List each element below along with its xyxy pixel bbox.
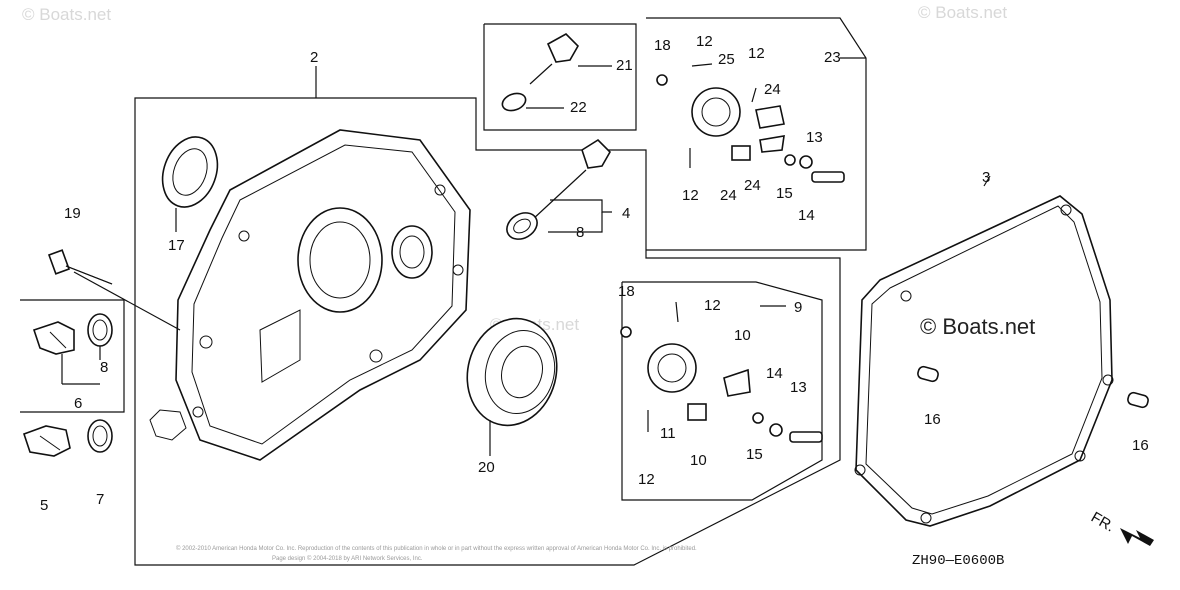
callout-24b: 24 — [720, 187, 737, 204]
callout-8b: 8 — [576, 224, 584, 241]
callout-15a: 15 — [776, 185, 793, 202]
callout-17: 17 — [168, 237, 185, 254]
copyright-line-1: © 2002-2010 American Honda Motor Co. Inc… — [176, 545, 697, 552]
callout-5: 5 — [40, 497, 48, 514]
oil-seal-17[interactable] — [153, 129, 226, 214]
fr-arrow-icon — [1120, 528, 1154, 546]
callout-16a: 16 — [924, 411, 941, 428]
callout-15b: 15 — [746, 446, 763, 463]
watermark-gasket: © Boats.net — [920, 314, 1035, 339]
callout-20: 20 — [478, 459, 495, 476]
callout-16b: 16 — [1132, 437, 1149, 454]
governor-assembly-23[interactable] — [656, 63, 845, 183]
callout-6: 6 — [74, 395, 82, 412]
o-ring-22[interactable] — [500, 90, 528, 113]
callout-12d: 12 — [704, 297, 721, 314]
callout-12e: 12 — [638, 471, 655, 488]
callout-2: 2 — [310, 49, 318, 66]
callout-25: 25 — [718, 51, 735, 68]
callout-4: 4 — [622, 205, 630, 222]
gasket-3[interactable] — [854, 195, 1114, 527]
callout-10a: 10 — [734, 327, 751, 344]
oil-dipstick-4[interactable] — [531, 138, 611, 221]
flange-bolt-19[interactable] — [47, 249, 113, 285]
callout-leaders — [61, 57, 991, 456]
callout-22: 22 — [570, 99, 587, 116]
fr-label: FR. — [1088, 509, 1117, 536]
callout-24c: 24 — [744, 177, 761, 194]
diagram-code: ZH90—E0600B — [912, 553, 1004, 569]
callout-12c: 12 — [682, 187, 699, 204]
callout-19: 19 — [64, 205, 81, 222]
drain-plug-6[interactable] — [32, 313, 113, 355]
callout-13a: 13 — [806, 129, 823, 146]
callout-21: 21 — [616, 57, 633, 74]
callout-8a: 8 — [100, 359, 108, 376]
callout-14b: 14 — [766, 365, 783, 382]
ball-bearing-20[interactable] — [456, 308, 569, 435]
drain-plug-5[interactable] — [22, 425, 71, 457]
callout-24a: 24 — [764, 81, 781, 98]
crankcase-cover[interactable] — [149, 129, 471, 461]
washer-7[interactable] — [87, 419, 113, 453]
callout-12a: 12 — [696, 33, 713, 50]
callout-23: 23 — [824, 49, 841, 66]
oil-pump-9[interactable] — [620, 301, 823, 443]
callout-11: 11 — [660, 425, 676, 442]
callout-7: 7 — [96, 491, 104, 508]
o-ring-8[interactable] — [502, 208, 542, 245]
oil-filler-cap-21[interactable] — [529, 33, 579, 85]
callout-18b: 18 — [618, 283, 635, 300]
copyright-line-2: Page design © 2004-2018 by ARI Network S… — [272, 555, 423, 562]
dowel-pin-16a[interactable] — [917, 365, 939, 383]
callout-10b: 10 — [690, 452, 707, 469]
callout-3: 3 — [982, 169, 990, 186]
callout-13b: 13 — [790, 379, 807, 396]
watermark-top-left: © Boats.net — [22, 5, 111, 24]
callout-9: 9 — [794, 299, 802, 316]
callout-18a: 18 — [654, 37, 671, 54]
dowel-pin-16b[interactable] — [1127, 391, 1149, 409]
callout-14a: 14 — [798, 207, 815, 224]
callout-numbers: 2 3 4 5 6 7 8 8 9 10 10 11 12 12 12 12 1… — [40, 33, 1149, 514]
watermark-top-right: © Boats.net — [918, 3, 1007, 22]
callout-12b: 12 — [748, 45, 765, 62]
front-direction-marker: FR. — [1088, 509, 1154, 546]
